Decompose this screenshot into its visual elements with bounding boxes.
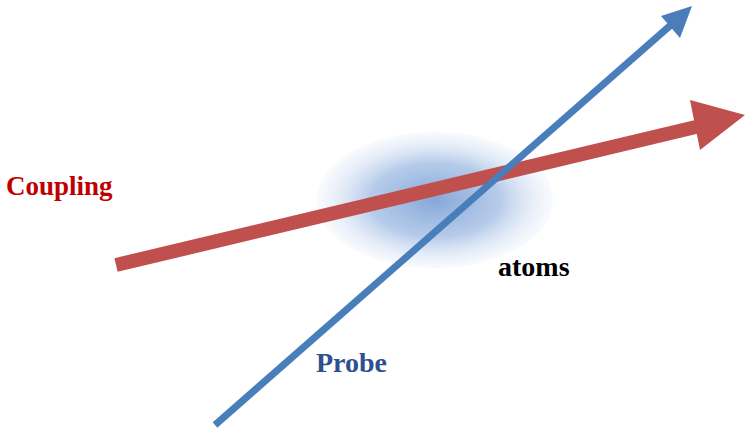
coupling-beam	[116, 126, 700, 265]
probe-beam	[215, 24, 672, 425]
atom-cloud	[317, 132, 553, 268]
coupling-arrowhead	[690, 100, 745, 150]
probe-arrowhead	[661, 6, 692, 38]
beam-label: Coupling	[6, 172, 113, 202]
beam-label: Probe	[316, 348, 387, 379]
sample-label: atoms	[498, 252, 570, 283]
